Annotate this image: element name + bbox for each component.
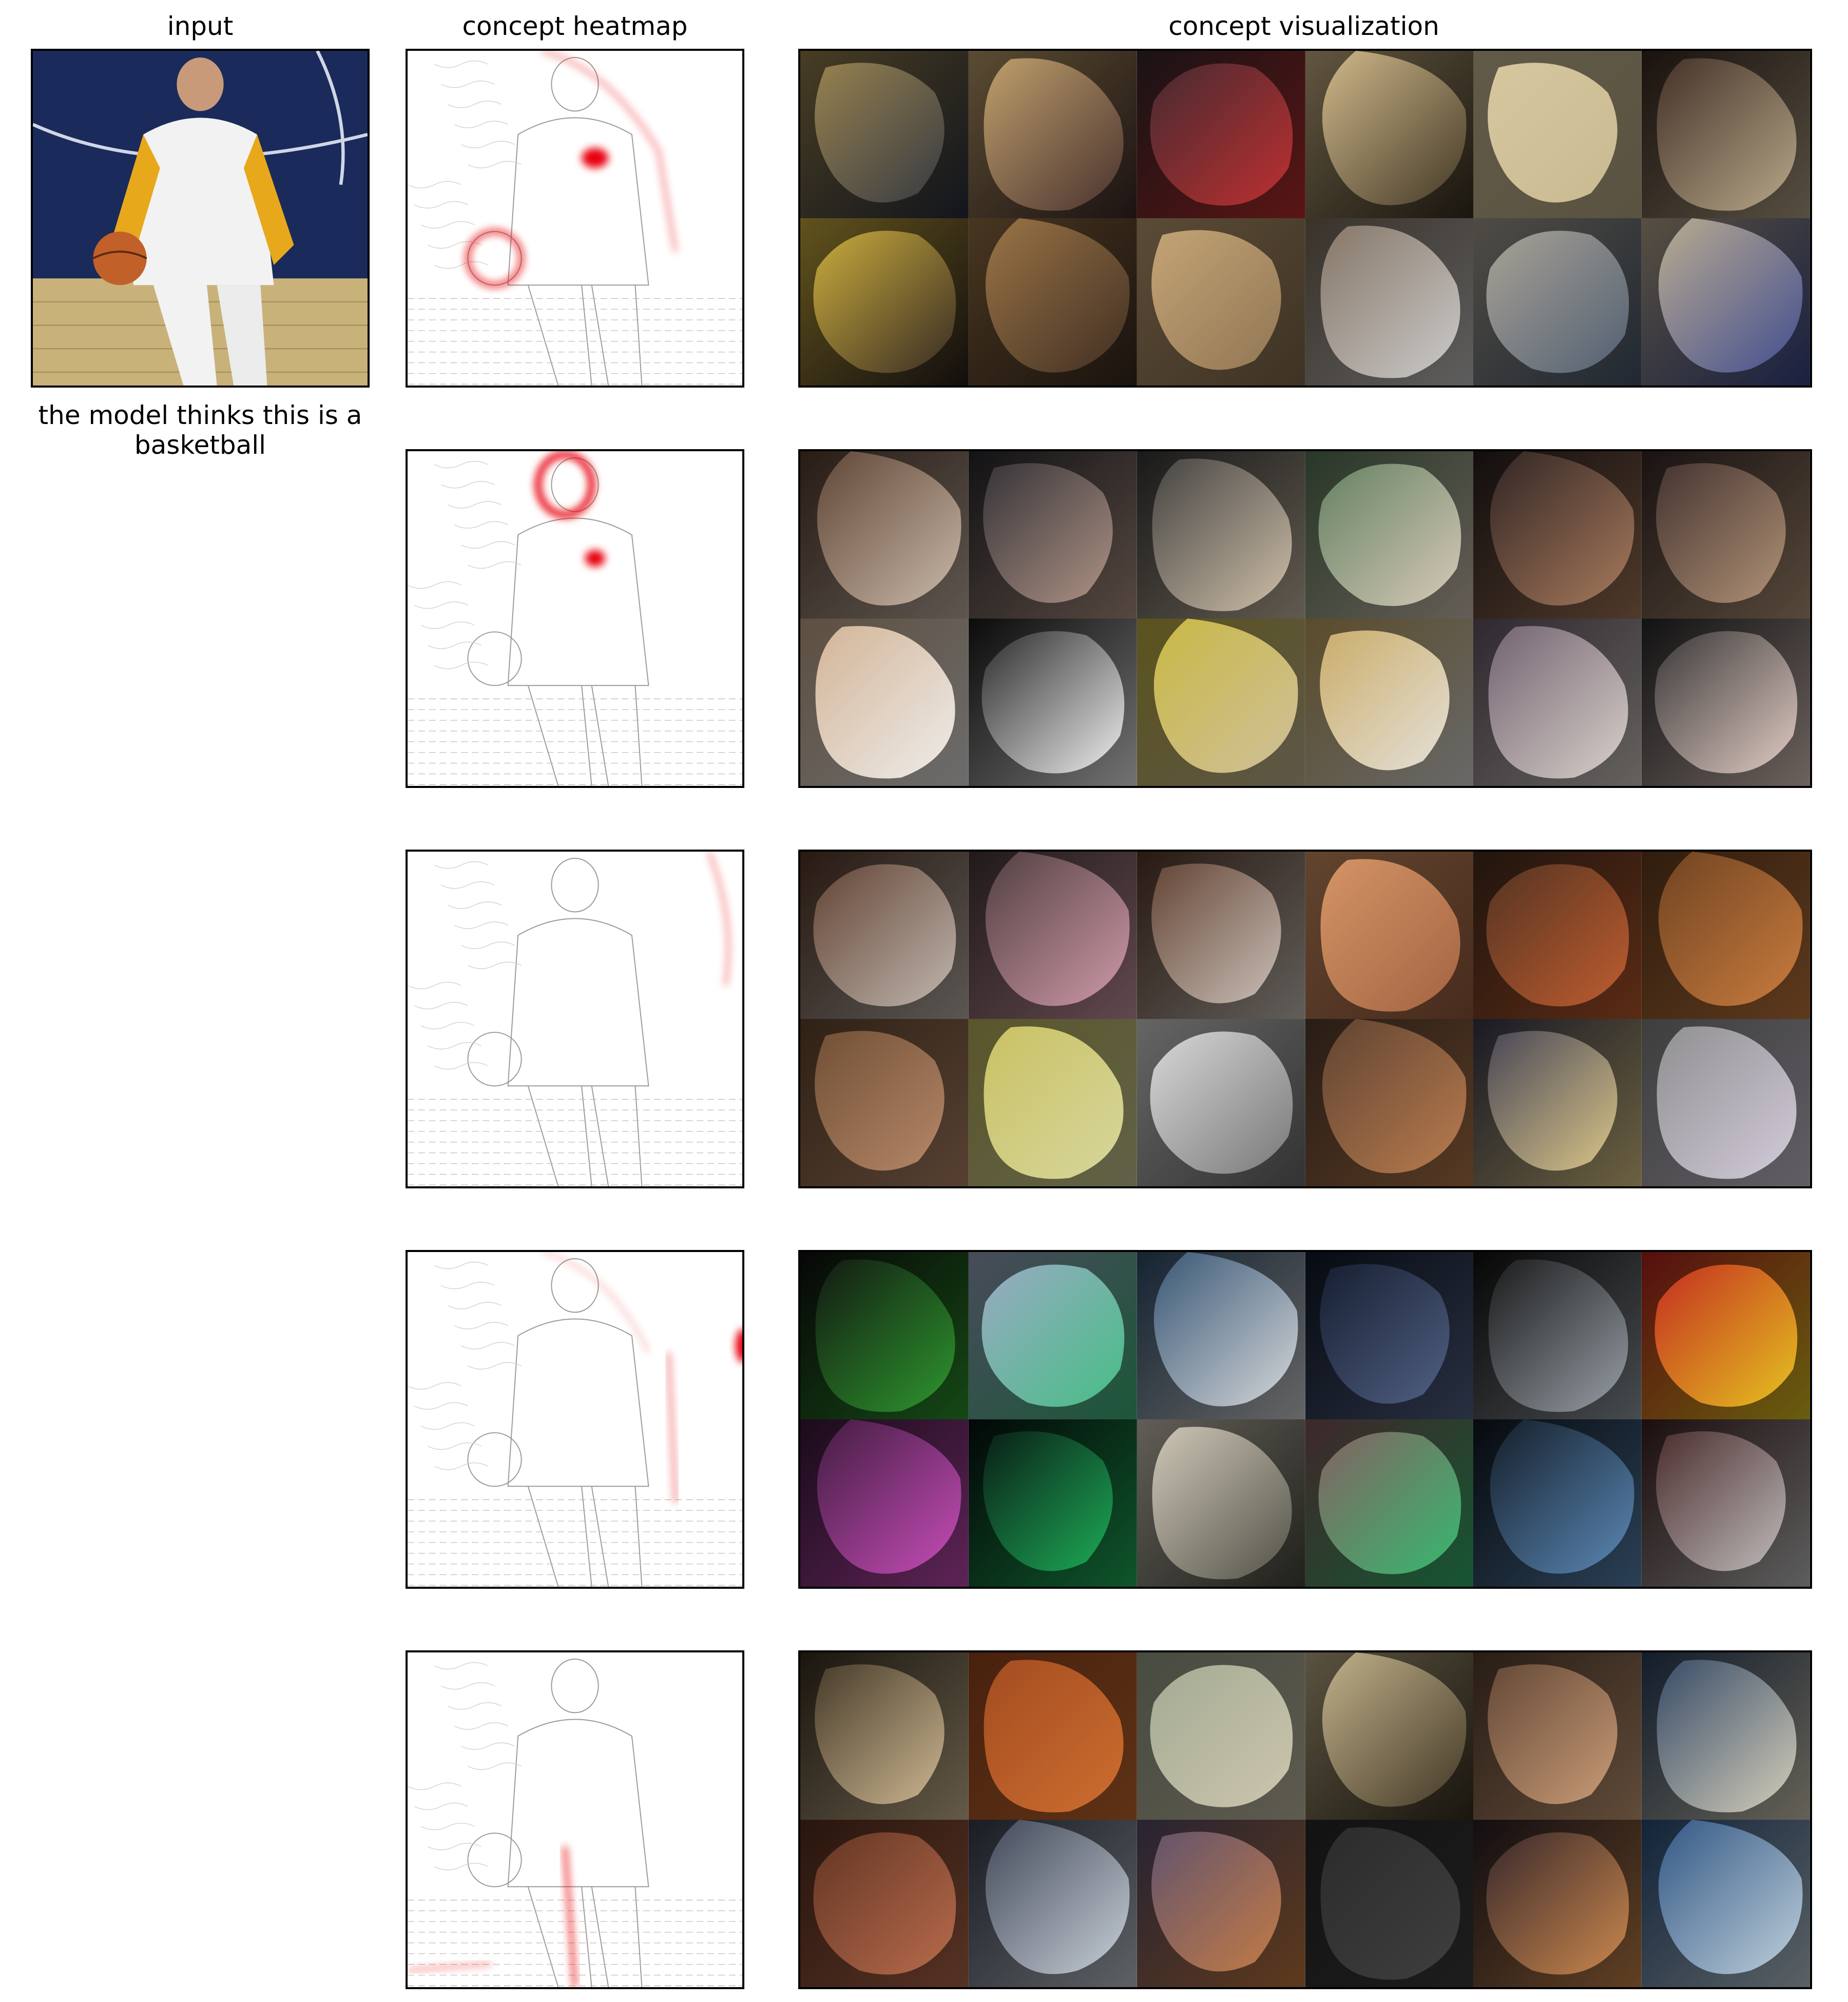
heatmap-graphic — [408, 1659, 742, 1987]
concept-example-tile — [800, 1419, 969, 1587]
heatmap-column-header: concept heatmap — [462, 11, 688, 41]
concept-example-tile — [800, 852, 969, 1019]
concept-example-tile — [1642, 1419, 1810, 1587]
visualization-column-header: concept visualization — [1168, 11, 1439, 41]
concept-example-tile — [1137, 1252, 1305, 1419]
concept-example-tile — [968, 1419, 1137, 1587]
concept-example-tile — [1137, 1652, 1305, 1820]
concept-example-tile — [968, 619, 1137, 786]
concept-visualization-1 — [798, 49, 1812, 388]
concept-example-tile — [800, 218, 969, 386]
concept-visualization-5 — [798, 1650, 1812, 1989]
concept-example-tile — [1642, 1019, 1810, 1186]
concept-visualization-2 — [798, 449, 1812, 788]
concept-example-tile — [1137, 1419, 1305, 1587]
heatmap-graphic — [408, 1252, 742, 1587]
concept-example-tile — [968, 852, 1137, 1019]
input-image-graphic — [33, 51, 368, 386]
concept-example-tile — [1642, 619, 1810, 786]
concept-example-tile — [1137, 852, 1305, 1019]
concept-example-tile — [1305, 1652, 1474, 1820]
concept-example-tile — [1473, 619, 1642, 786]
concept-example-tile — [1137, 451, 1305, 619]
input-image — [31, 49, 370, 388]
concept-example-tile — [1305, 1019, 1474, 1186]
concept-example-tile — [1473, 1419, 1642, 1587]
concept-example-tile — [1642, 1652, 1810, 1820]
concept-example-tile — [1473, 51, 1642, 218]
concept-example-tile — [968, 451, 1137, 619]
heatmap-graphic — [408, 51, 742, 386]
concept-example-tile — [1473, 218, 1642, 386]
concept-example-tile — [1305, 1820, 1474, 1987]
concept-example-tile — [1305, 1252, 1474, 1419]
concept-example-tile — [968, 1252, 1137, 1419]
heatmap-graphic — [408, 852, 742, 1186]
concept-visualization-3 — [798, 850, 1812, 1188]
concept-heatmap-5 — [406, 1650, 744, 1989]
concept-example-tile — [1137, 619, 1305, 786]
concept-example-tile — [1642, 451, 1810, 619]
concept-example-tile — [968, 1019, 1137, 1186]
concept-example-tile — [1305, 1419, 1474, 1587]
concept-example-tile — [1642, 1820, 1810, 1987]
concept-example-tile — [968, 51, 1137, 218]
concept-example-tile — [1137, 1019, 1305, 1186]
concept-example-tile — [800, 451, 969, 619]
prediction-caption: the model thinks this is a basketball — [38, 400, 362, 460]
concept-visualization-4 — [798, 1250, 1812, 1589]
concept-heatmap-1 — [406, 49, 744, 388]
concept-example-tile — [1473, 852, 1642, 1019]
concept-example-tile — [1305, 619, 1474, 786]
concept-example-tile — [1305, 218, 1474, 386]
concept-example-tile — [1473, 1252, 1642, 1419]
concept-example-tile — [1305, 451, 1474, 619]
concept-example-tile — [1137, 218, 1305, 386]
concept-example-tile — [1473, 1019, 1642, 1186]
concept-heatmap-3 — [406, 850, 744, 1188]
concept-example-tile — [800, 1652, 969, 1820]
concept-example-tile — [800, 1019, 969, 1186]
concept-example-tile — [1642, 218, 1810, 386]
concept-example-tile — [800, 1820, 969, 1987]
heatmap-graphic — [408, 451, 742, 786]
concept-example-tile — [1642, 852, 1810, 1019]
concept-example-tile — [968, 1652, 1137, 1820]
concept-example-tile — [1473, 1652, 1642, 1820]
concept-example-tile — [1305, 51, 1474, 218]
input-column-header: input — [167, 11, 234, 41]
concept-example-tile — [968, 218, 1137, 386]
concept-example-tile — [1473, 451, 1642, 619]
concept-heatmap-2 — [406, 449, 744, 788]
concept-example-tile — [800, 619, 969, 786]
concept-example-tile — [1137, 51, 1305, 218]
concept-example-tile — [1473, 1820, 1642, 1987]
concept-example-tile — [968, 1820, 1137, 1987]
concept-example-tile — [1642, 1252, 1810, 1419]
concept-example-tile — [1642, 51, 1810, 218]
concept-example-tile — [1137, 1820, 1305, 1987]
concept-example-tile — [800, 1252, 969, 1419]
concept-example-tile — [800, 51, 969, 218]
concept-heatmap-4 — [406, 1250, 744, 1589]
concept-example-tile — [1305, 852, 1474, 1019]
